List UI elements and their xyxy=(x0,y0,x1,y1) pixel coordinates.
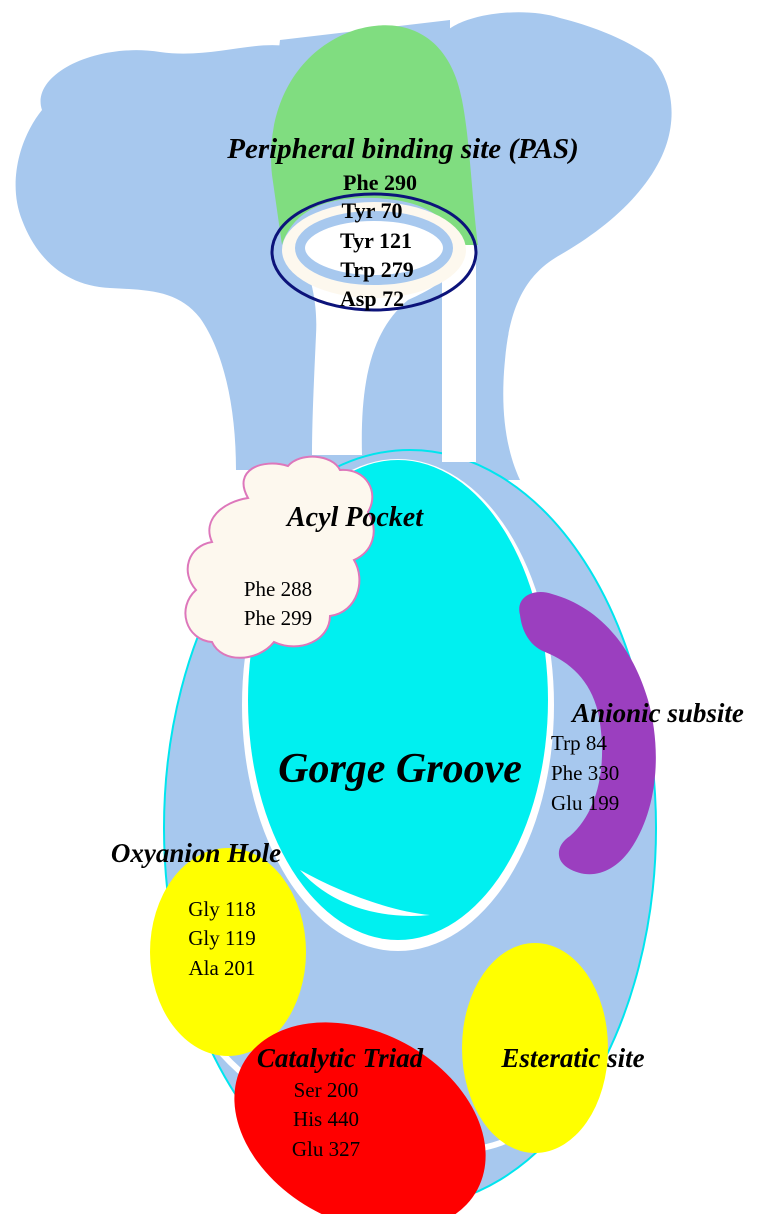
acyl-residue: Phe 299 xyxy=(244,606,312,630)
oxyanion-title: Oxyanion Hole xyxy=(111,838,281,868)
oxyanion-residue: Ala 201 xyxy=(188,956,255,980)
oxyanion-residue: Gly 119 xyxy=(188,926,255,950)
pas-residue: Trp 279 xyxy=(340,257,414,282)
anionic-residue: Phe 330 xyxy=(551,761,619,785)
oxyanion-hole-shape xyxy=(150,848,306,1056)
pas-residue: Asp 72 xyxy=(340,286,404,311)
triad-title: Catalytic Triad xyxy=(257,1043,424,1073)
triad-residue: Glu 327 xyxy=(292,1137,360,1161)
pas-residue: Tyr 70 xyxy=(342,198,403,223)
esteratic-title: Esteratic site xyxy=(500,1043,644,1073)
anionic-residue: Trp 84 xyxy=(551,731,607,755)
oxyanion-residue: Gly 118 xyxy=(188,897,255,921)
pas-residue: Tyr 121 xyxy=(340,228,412,253)
triad-residue: His 440 xyxy=(293,1107,359,1131)
gorge-groove-label: Gorge Groove xyxy=(278,746,522,792)
pas-residue: Phe 290 xyxy=(343,170,417,195)
pas-title: Peripheral binding site (PAS) xyxy=(226,133,579,165)
anionic-title: Anionic subsite xyxy=(570,698,744,728)
acyl-residue: Phe 288 xyxy=(244,577,312,601)
anionic-residue: Glu 199 xyxy=(551,791,619,815)
acyl-title: Acyl Pocket xyxy=(285,502,424,533)
triad-residue: Ser 200 xyxy=(294,1078,359,1102)
